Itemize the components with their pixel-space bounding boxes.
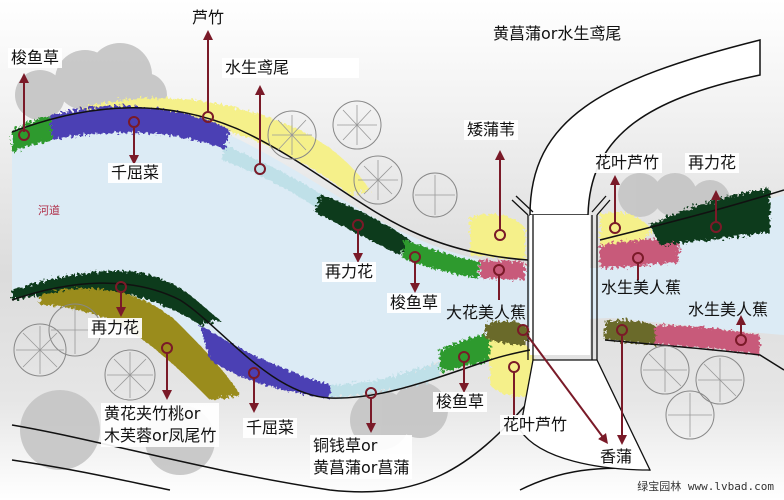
label-shuishengyuanwei: 水生鸢尾 <box>222 58 360 78</box>
label-xiangpu: 香蒲 <box>600 447 633 466</box>
upper-bank-planting <box>12 97 770 280</box>
lower-bank-planting <box>12 270 760 400</box>
label-qianqucai-1: 千屈菜 <box>108 163 163 183</box>
label-zailihua-3: 再力花 <box>88 318 143 338</box>
bridge-rail-left <box>511 195 534 360</box>
label-shuishengmeirenjiao-2: 水生美人蕉 <box>688 300 769 319</box>
label-dahuameirenjiao: 大花美人蕉 <box>446 303 527 322</box>
label-luzhu: 芦竹 <box>192 8 225 27</box>
label-zailihua-1: 再力花 <box>685 153 740 173</box>
label-suoyucao-2: 梭鱼草 <box>387 293 442 313</box>
label-markers <box>18 30 747 445</box>
label-shuishengmeirenjiao-1: 水生美人蕉 <box>601 278 682 297</box>
label-huayeluzhu-1: 花叶芦竹 <box>592 153 663 173</box>
label-zailihua-2: 再力花 <box>322 262 377 282</box>
bridge-deck <box>530 215 590 355</box>
watermark: 绿宝园林 www.lvbad.com <box>637 480 774 493</box>
tree-symbols <box>13 100 745 440</box>
label-tongqiancao: 铜钱草or 黄菖蒲or菖蒲 <box>310 435 413 479</box>
label-suoyucao-3: 梭鱼草 <box>433 392 488 412</box>
upper-bank-line <box>11 107 529 261</box>
label-huangchangpu-or-yuanwei: 黄菖蒲or水生鸢尾 <box>493 24 622 43</box>
label-huayeluzhu-2: 花叶芦竹 <box>500 415 571 435</box>
bridge-rail-right <box>591 195 611 360</box>
river-label: 河道 <box>38 204 60 217</box>
label-qianqucai-2: 千屈菜 <box>243 418 298 438</box>
label-aipuwei: 矮蒲苇 <box>464 120 519 140</box>
label-suoyucao-1: 梭鱼草 <box>8 48 63 68</box>
label-jiazhutao: 黄花夹竹桃or 木芙蓉or凤尾竹 <box>101 403 220 447</box>
